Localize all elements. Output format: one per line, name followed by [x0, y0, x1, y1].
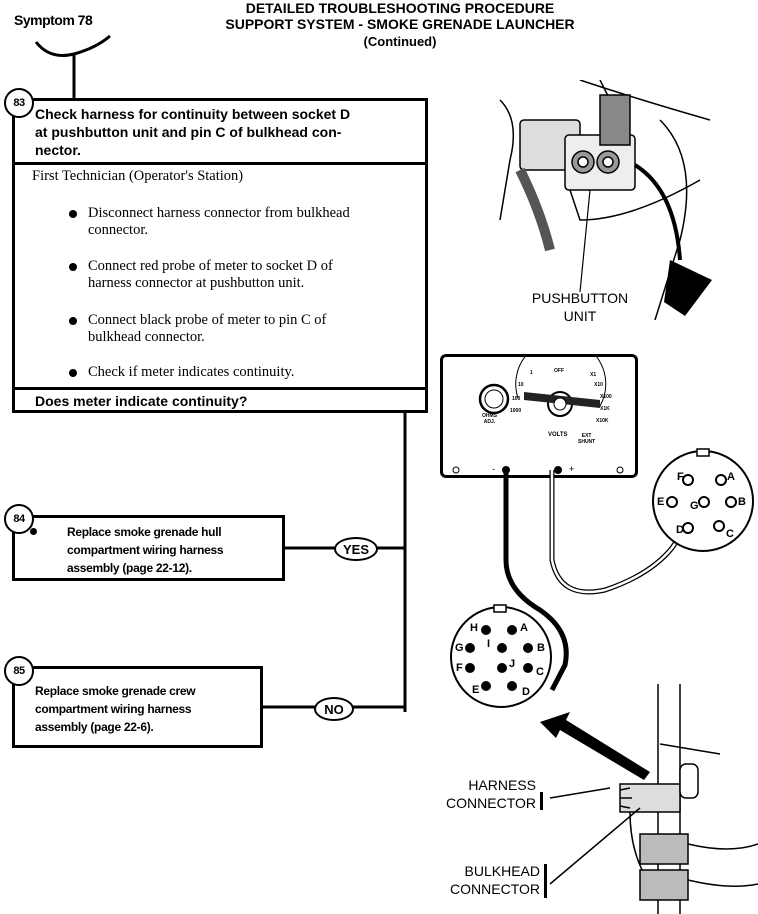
bullet-check-continuity: Check if meter indicates continuity.: [69, 364, 294, 381]
step-85-box: Replace smoke grenade crew compartment w…: [12, 666, 263, 748]
meter-x10-label: X10: [594, 382, 603, 388]
step-83-body: [12, 165, 428, 387]
meter-range-100: 100: [512, 396, 521, 402]
socket-pin-A: A: [727, 471, 735, 483]
meter-volts-label: VOLTS: [548, 432, 568, 438]
step-84-number: 84: [4, 504, 34, 534]
black-probe-lead: [503, 470, 569, 692]
meter-range-1000: 1000: [510, 408, 522, 414]
bullet-disconnect: Disconnect harness connector from bulkhe…: [69, 205, 350, 239]
header-title: DETAILED TROUBLESHOOTING PROCEDURE: [245, 0, 555, 16]
decision-question: Does meter indicate continuity?: [35, 393, 248, 409]
step-83-decision-box: Does meter indicate continuity?: [12, 387, 428, 413]
socket-pin-G: G: [690, 500, 699, 512]
multimeter-face: [452, 354, 624, 474]
bullet-dot: [69, 263, 77, 271]
step-83-number: 83: [4, 88, 34, 118]
yes-branch-label: YES: [334, 537, 378, 561]
bulkhead-connector-diagram: [450, 604, 552, 708]
bulkhead-pin-C: C: [536, 666, 544, 678]
step-84-line-2: compartment wiring harness: [67, 543, 224, 557]
header-continued: (Continued): [363, 34, 437, 49]
bulkhead-pin-A: A: [520, 622, 528, 634]
bulkhead-pin-E: E: [472, 684, 480, 696]
bulkhead-pin-H: H: [470, 622, 478, 634]
harness-connector-label: HARNESS CONNECTOR: [446, 777, 536, 811]
step-83-line-1: Check harness for continuity between soc…: [35, 106, 351, 122]
pushbutton-label: PUSHBUTTON UNIT: [531, 290, 629, 324]
bulkhead-pin-G: G: [455, 642, 464, 654]
harness-socket-diagram: [652, 448, 754, 552]
meter-minus-label: -: [492, 464, 495, 474]
red-probe-lead-inner: [550, 470, 686, 594]
bulkhead-installation-illustration: [540, 684, 758, 914]
meter-off-label: OFF: [554, 368, 564, 374]
meter-x100-label: X100: [600, 394, 612, 400]
step-85-line-1: Replace smoke grenade crew: [35, 684, 196, 698]
socket-pin-F: F: [677, 471, 684, 483]
ohms-adj-label: OHMS ADJ.: [482, 413, 497, 425]
step-83-question-box: Check harness for continuity between soc…: [12, 98, 428, 165]
no-branch-label: NO: [314, 697, 354, 721]
bullet-dot: [69, 369, 77, 377]
meter-x1-label: X1: [590, 372, 597, 378]
meter-plus-label: +: [569, 464, 575, 474]
header-subtitle: SUPPORT SYSTEM - SMOKE GRENADE LAUNCHER: [225, 16, 575, 32]
bullet-dot: [69, 210, 77, 218]
bulkhead-pin-B: B: [537, 642, 545, 654]
meter-x1k-label: X1K: [600, 406, 610, 412]
meter-range-10: 10: [518, 382, 524, 388]
bullet-red-probe: Connect red probe of meter to socket D o…: [69, 258, 333, 292]
bullet-dot: [69, 317, 77, 325]
socket-pin-E: E: [657, 496, 665, 508]
socket-pin-B: B: [738, 496, 746, 508]
bulkhead-pin-I: I: [487, 638, 491, 650]
bulkhead-pin-D: D: [522, 686, 530, 698]
symptom-connector: [34, 34, 111, 100]
step-84-line-1: Replace smoke grenade hull: [67, 525, 222, 539]
step-83-line-2: at pushbutton unit and pin C of bulkhead…: [35, 124, 342, 140]
step-85-number: 85: [4, 656, 34, 686]
step-84-bullet: [30, 528, 37, 535]
socket-pin-D: D: [676, 524, 684, 536]
harness-label-bracket: [540, 792, 543, 810]
meter-range-1: 1: [530, 370, 533, 376]
step-84-box: Replace smoke grenade hull compartment w…: [12, 515, 285, 581]
bulkhead-pin-J: J: [509, 658, 516, 670]
pushbutton-unit-illustration: [499, 80, 712, 320]
step-83-line-3: nector.: [35, 142, 81, 158]
socket-pin-C: C: [726, 528, 734, 540]
bulkhead-pin-F: F: [456, 662, 463, 674]
technician-label: First Technician (Operator's Station): [32, 168, 244, 184]
bulkhead-label-bracket: [544, 864, 547, 898]
step-85-line-3: assembly (page 22-6).: [35, 720, 154, 734]
removal-arrow: [540, 712, 650, 780]
meter-x10k-label: X10K: [596, 418, 609, 424]
bullet-black-probe: Connect black probe of meter to pin C of…: [69, 312, 326, 346]
step-84-line-3: assembly (page 22-12).: [67, 561, 192, 575]
step-85-line-2: compartment wiring harness: [35, 702, 192, 716]
bulkhead-connector-label: BULKHEAD CONNECTOR: [450, 863, 540, 897]
symptom-label: Symptom 78: [14, 12, 93, 28]
meter-ext-shunt-label: EXT SHUNT: [578, 433, 596, 445]
